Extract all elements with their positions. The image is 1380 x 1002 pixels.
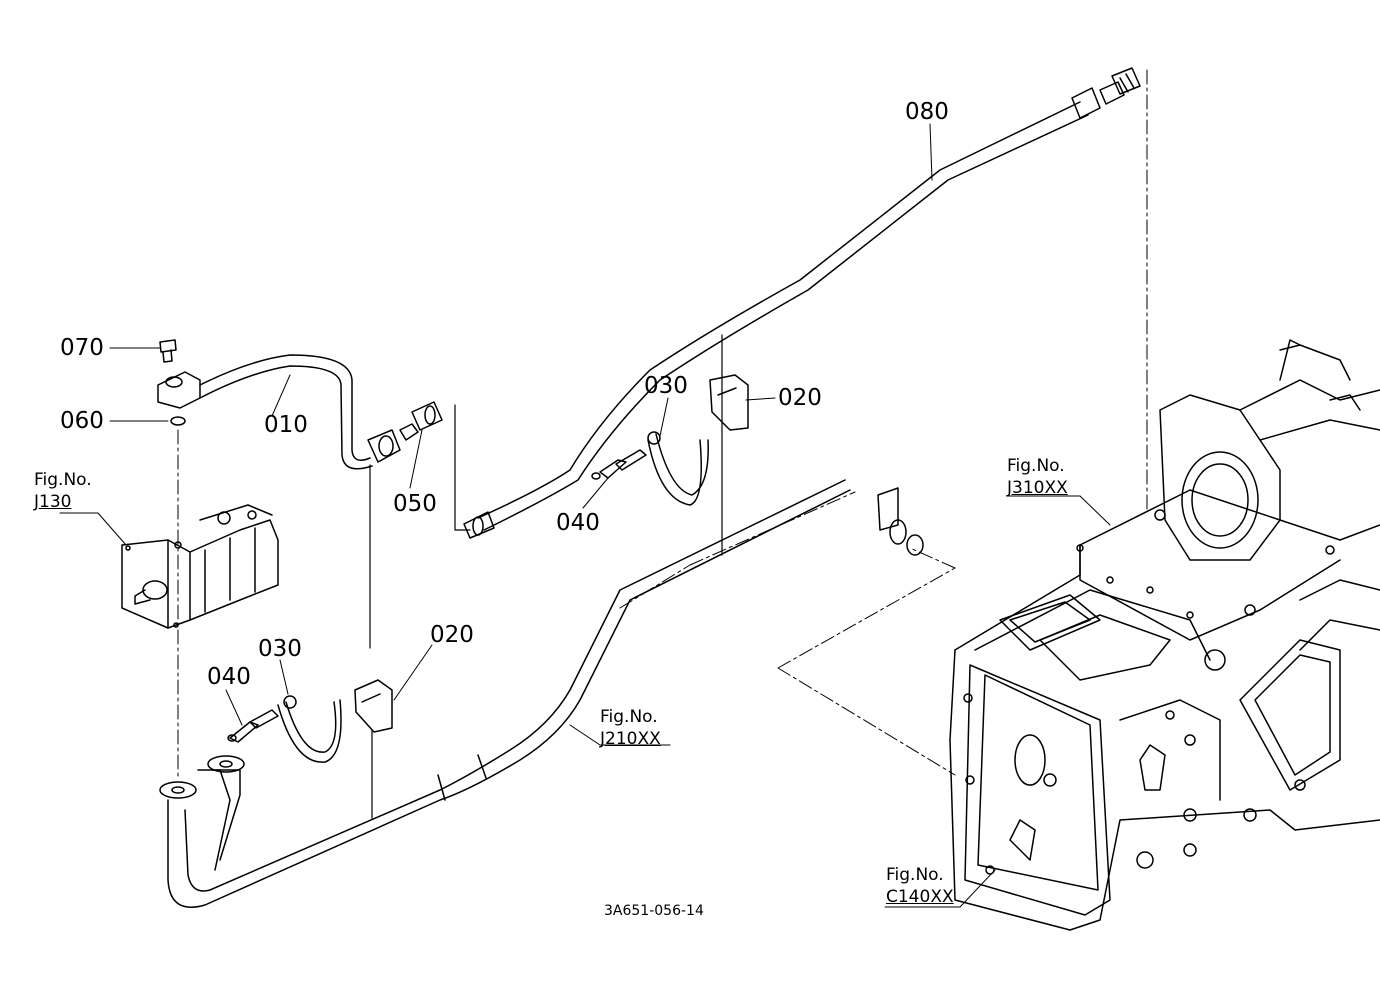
part-label-060: 060	[60, 408, 104, 434]
fig-ref-c140-code: C140XX	[886, 887, 954, 907]
fig-ref-j130-prefix: Fig.No.	[34, 470, 92, 490]
guide-lines	[369, 334, 723, 819]
bolt-070	[159, 339, 177, 363]
transmission-case	[949, 339, 1380, 931]
o-ring-060	[170, 416, 186, 426]
fitting-050	[399, 401, 443, 441]
fig-ref-j130-code: J130	[34, 492, 72, 512]
pipe-080	[463, 67, 1141, 539]
fig-ref-j310: Fig.No. J310XX	[1007, 455, 1068, 499]
part-label-030-upper: 030	[644, 373, 688, 399]
part-label-070: 070	[60, 335, 104, 361]
hydraulic-pump	[121, 504, 279, 629]
clamp-set-upper	[591, 374, 749, 506]
fig-ref-c140: Fig.No. C140XX	[886, 864, 954, 908]
drawing-number: 3A651-056-14	[604, 903, 704, 919]
part-label-030-lower: 030	[258, 636, 302, 662]
part-label-040-lower: 040	[207, 664, 251, 690]
part-label-050: 050	[393, 491, 437, 517]
fig-ref-j310-code: J310XX	[1007, 478, 1068, 498]
leader-lines	[59, 123, 1111, 908]
fig-ref-j310-prefix: Fig.No.	[1007, 456, 1065, 476]
part-label-080: 080	[905, 99, 949, 125]
pipe-010	[157, 354, 401, 470]
fig-ref-j210-code: J210XX	[600, 729, 661, 749]
part-label-020-lower: 020	[430, 622, 474, 648]
fig-ref-j210-prefix: Fig.No.	[600, 707, 658, 727]
assembly-centerlines	[177, 69, 1148, 781]
part-label-040-upper: 040	[556, 510, 600, 536]
part-label-010: 010	[264, 412, 308, 438]
fig-ref-c140-prefix: Fig.No.	[886, 865, 944, 885]
part-label-020-upper: 020	[778, 385, 822, 411]
fig-ref-j210: Fig.No. J210XX	[600, 706, 661, 750]
fig-ref-j130: Fig.No. J130	[34, 469, 92, 513]
return-pipe	[159, 479, 924, 908]
clamp-set-lower	[227, 679, 393, 763]
